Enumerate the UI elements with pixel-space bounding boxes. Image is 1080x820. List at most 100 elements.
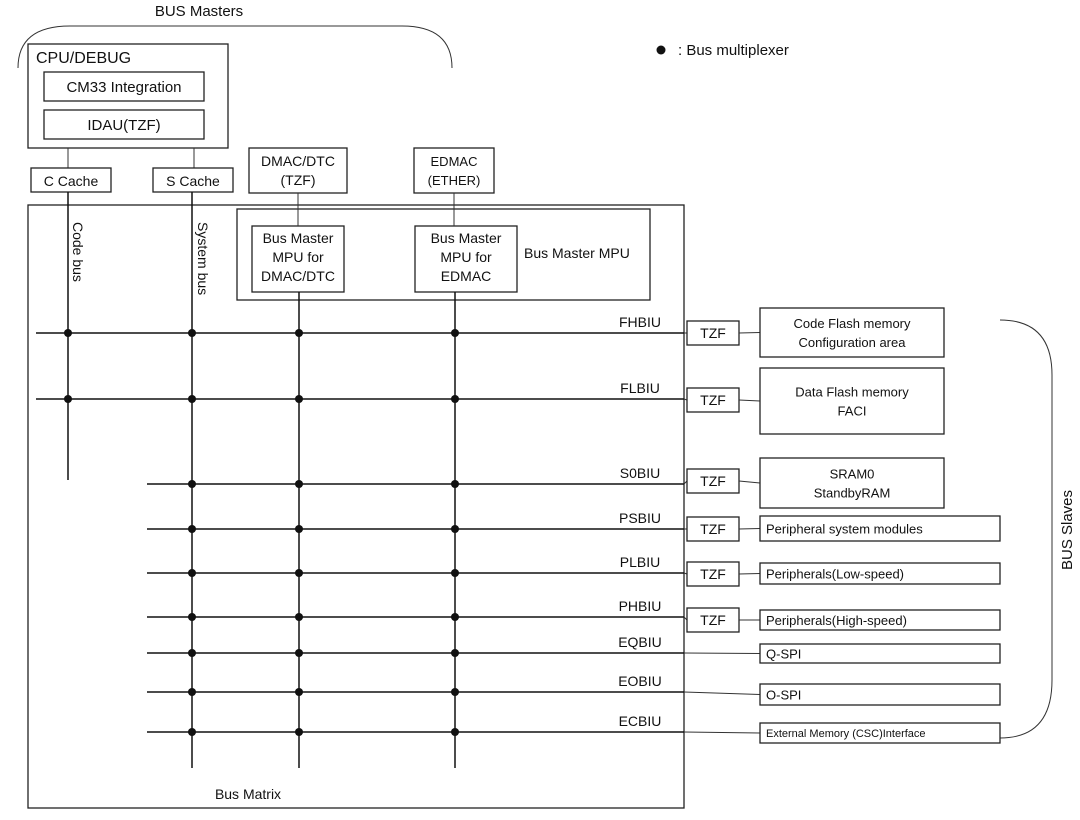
s0biu-tzf-box	[686, 468, 740, 494]
plbiu-multiplexer-dot	[188, 569, 196, 577]
plbiu-tzf-label: TZF	[700, 566, 726, 582]
bus-multiplexer-legend-text: : Bus multiplexer	[678, 42, 789, 59]
mpu-edmac-line3: EDMAC	[441, 268, 492, 284]
s0biu-multiplexer-dot	[295, 480, 303, 488]
fhbiu-multiplexer-dot	[295, 329, 303, 337]
psbiu-tzf-label: TZF	[700, 521, 726, 537]
mpu-edmac-line1: Bus Master	[431, 230, 502, 246]
plbiu-tzf-box	[686, 561, 740, 587]
fhbiu-multiplexer-dot	[64, 329, 72, 337]
flbiu-tzf-label: TZF	[700, 392, 726, 408]
bus-matrix-label: Bus Matrix	[215, 786, 281, 802]
phbiu-slave-label: Peripherals(High-speed)	[766, 613, 907, 628]
fhbiu-tzf-to-slave-line	[738, 332, 761, 334]
fhbiu-multiplexer-dot	[451, 329, 459, 337]
ecbiu-multiplexer-dot	[188, 728, 196, 736]
fhbiu-tzf-label: TZF	[700, 325, 726, 341]
eqbiu-multiplexer-dot	[295, 649, 303, 657]
mpu-edmac-box	[414, 225, 518, 293]
idau-tzf-box	[43, 109, 205, 140]
eqbiu-multiplexer-dot	[451, 649, 459, 657]
idau-tzf-label: IDAU(TZF)	[87, 117, 160, 134]
flbiu-tzf-to-slave-line	[738, 399, 761, 402]
psbiu-multiplexer-dot	[188, 525, 196, 533]
psbiu-biu-label: PSBIU	[619, 510, 661, 526]
s0biu-slave-box	[759, 457, 945, 509]
edmac-box	[413, 147, 495, 194]
phbiu-multiplexer-dot	[451, 613, 459, 621]
mpu-dmac-line1: Bus Master	[263, 230, 334, 246]
bus-slaves-bracket	[999, 319, 1053, 739]
c-cache-label: C Cache	[44, 173, 99, 189]
psbiu-multiplexer-dot	[295, 525, 303, 533]
eobiu-multiplexer-dot	[451, 688, 459, 696]
ecbiu-to-slave-line	[683, 731, 761, 734]
psbiu-slave-label: Peripheral system modules	[766, 521, 923, 536]
fhbiu-biu-label: FHBIU	[619, 314, 661, 330]
flbiu-multiplexer-dot	[188, 395, 196, 403]
s0biu-multiplexer-dot	[188, 480, 196, 488]
eqbiu-multiplexer-dot	[188, 649, 196, 657]
eobiu-slave-box	[759, 683, 1001, 706]
psbiu-tzf-to-slave-line	[738, 528, 761, 530]
bus-master-mpu-label: Bus Master MPU	[524, 245, 630, 261]
flbiu-biu-label: FLBIU	[620, 380, 660, 396]
plbiu-slave-label: Peripherals(Low-speed)	[766, 566, 904, 581]
plbiu-slave-box	[759, 562, 1001, 585]
mpu-dmac-line3: DMAC/DTC	[261, 268, 335, 284]
plbiu-tzf-to-slave-line	[738, 573, 761, 575]
s0biu-slave-label-line2: StandbyRAM	[814, 485, 891, 500]
s0biu-multiplexer-dot	[451, 480, 459, 488]
phbiu-multiplexer-dot	[188, 613, 196, 621]
fhbiu-tzf-box	[686, 320, 740, 346]
plbiu-multiplexer-dot	[295, 569, 303, 577]
eobiu-multiplexer-dot	[295, 688, 303, 696]
phbiu-tzf-label: TZF	[700, 612, 726, 628]
fhbiu-multiplexer-dot	[188, 329, 196, 337]
flbiu-multiplexer-dot	[64, 395, 72, 403]
cpu-debug-title: CPU/DEBUG	[36, 50, 131, 67]
eobiu-biu-label: EOBIU	[618, 673, 662, 689]
s0biu-tzf-label: TZF	[700, 473, 726, 489]
flbiu-slave-box	[759, 367, 945, 435]
eqbiu-biu-label: EQBIU	[618, 634, 662, 650]
ecbiu-slave-label: External Memory (CSC)Interface	[766, 728, 926, 740]
eobiu-slave-label: O-SPI	[766, 687, 801, 702]
mpu-dmac-line2: MPU for	[272, 249, 324, 265]
plbiu-biu-label: PLBIU	[620, 554, 660, 570]
ecbiu-multiplexer-dot	[451, 728, 459, 736]
bus-multiplexer-legend-dot	[656, 45, 666, 55]
dmac-dtc-label-line2: (TZF)	[281, 172, 316, 188]
eobiu-to-slave-line	[683, 691, 761, 695]
dmac-dtc-label-line1: DMAC/DTC	[261, 153, 335, 169]
phbiu-multiplexer-dot	[295, 613, 303, 621]
edmac-label-line1: EDMAC	[431, 154, 478, 169]
s-cache-label: S Cache	[166, 173, 220, 189]
flbiu-slave-label-line2: FACI	[838, 403, 867, 418]
flbiu-multiplexer-dot	[451, 395, 459, 403]
edmac-label-line2: (ETHER)	[428, 173, 481, 188]
fhbiu-slave-label-line2: Configuration area	[799, 335, 907, 350]
fhbiu-slave-label-line1: Code Flash memory	[793, 316, 911, 331]
eqbiu-to-slave-line	[683, 652, 761, 654]
fhbiu-slave-box	[759, 307, 945, 358]
psbiu-multiplexer-dot	[451, 525, 459, 533]
bus-slaves-title: BUS Slaves	[1059, 490, 1076, 570]
s0biu-slave-label-line1: SRAM0	[830, 466, 875, 481]
mpu-edmac-line2: MPU for	[440, 249, 492, 265]
s0biu-tzf-to-slave-line	[738, 480, 761, 484]
cm33-integration-box	[43, 71, 205, 102]
phbiu-slave-box	[759, 609, 1001, 631]
ecbiu-slave-box	[759, 722, 1001, 744]
code-bus-label: Code bus	[70, 222, 86, 282]
bus-masters-title: BUS Masters	[155, 3, 243, 20]
bus-masters-bracket	[17, 25, 453, 69]
ecbiu-multiplexer-dot	[295, 728, 303, 736]
flbiu-slave-label-line1: Data Flash memory	[795, 384, 909, 399]
ecbiu-biu-label: ECBIU	[619, 713, 662, 729]
s0biu-biu-label: S0BIU	[620, 465, 660, 481]
eobiu-multiplexer-dot	[188, 688, 196, 696]
plbiu-multiplexer-dot	[451, 569, 459, 577]
